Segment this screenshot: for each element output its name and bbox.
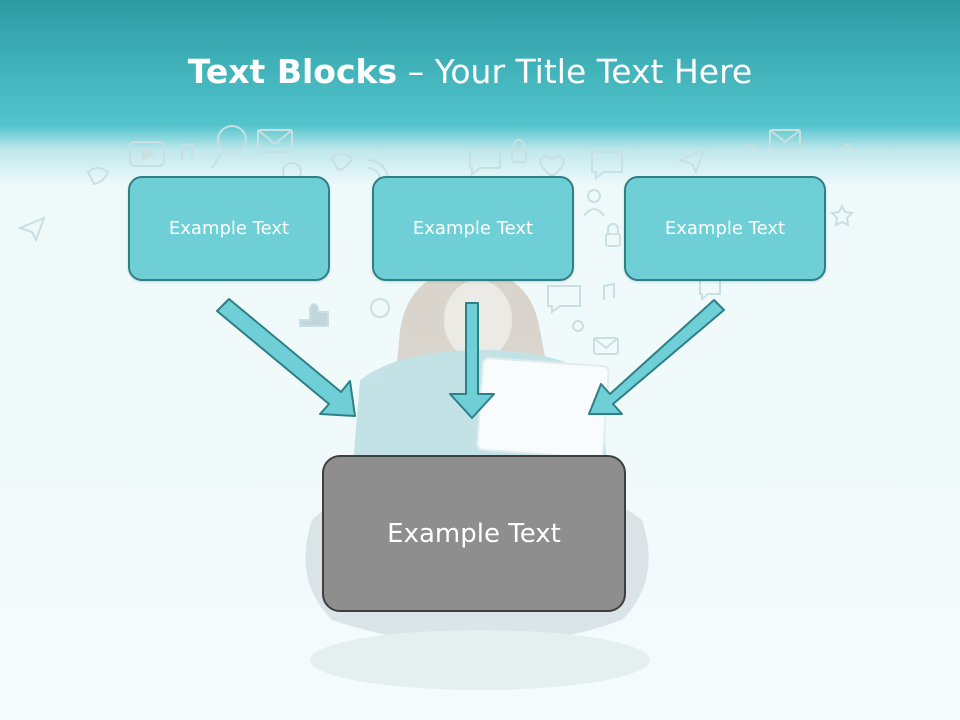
text-block-2[interactable]: Example Text (372, 176, 574, 281)
title-rest: – Your Title Text Here (397, 52, 753, 91)
text-block-3-label: Example Text (664, 218, 786, 239)
title-bold: Text Blocks (187, 52, 398, 91)
center-text-block[interactable]: Example Text (322, 455, 626, 612)
text-block-2-label: Example Text (412, 218, 534, 239)
arrow-left (216, 298, 356, 417)
text-block-1[interactable]: Example Text (128, 176, 330, 281)
text-block-3[interactable]: Example Text (624, 176, 826, 281)
text-block-1-label: Example Text (168, 218, 290, 239)
arrow-middle (449, 302, 495, 419)
shadow (310, 630, 650, 690)
center-text-block-label: Example Text (387, 518, 561, 549)
page-title: Text Blocks – Your Title Text Here (0, 52, 940, 91)
arrow-right (588, 299, 725, 415)
